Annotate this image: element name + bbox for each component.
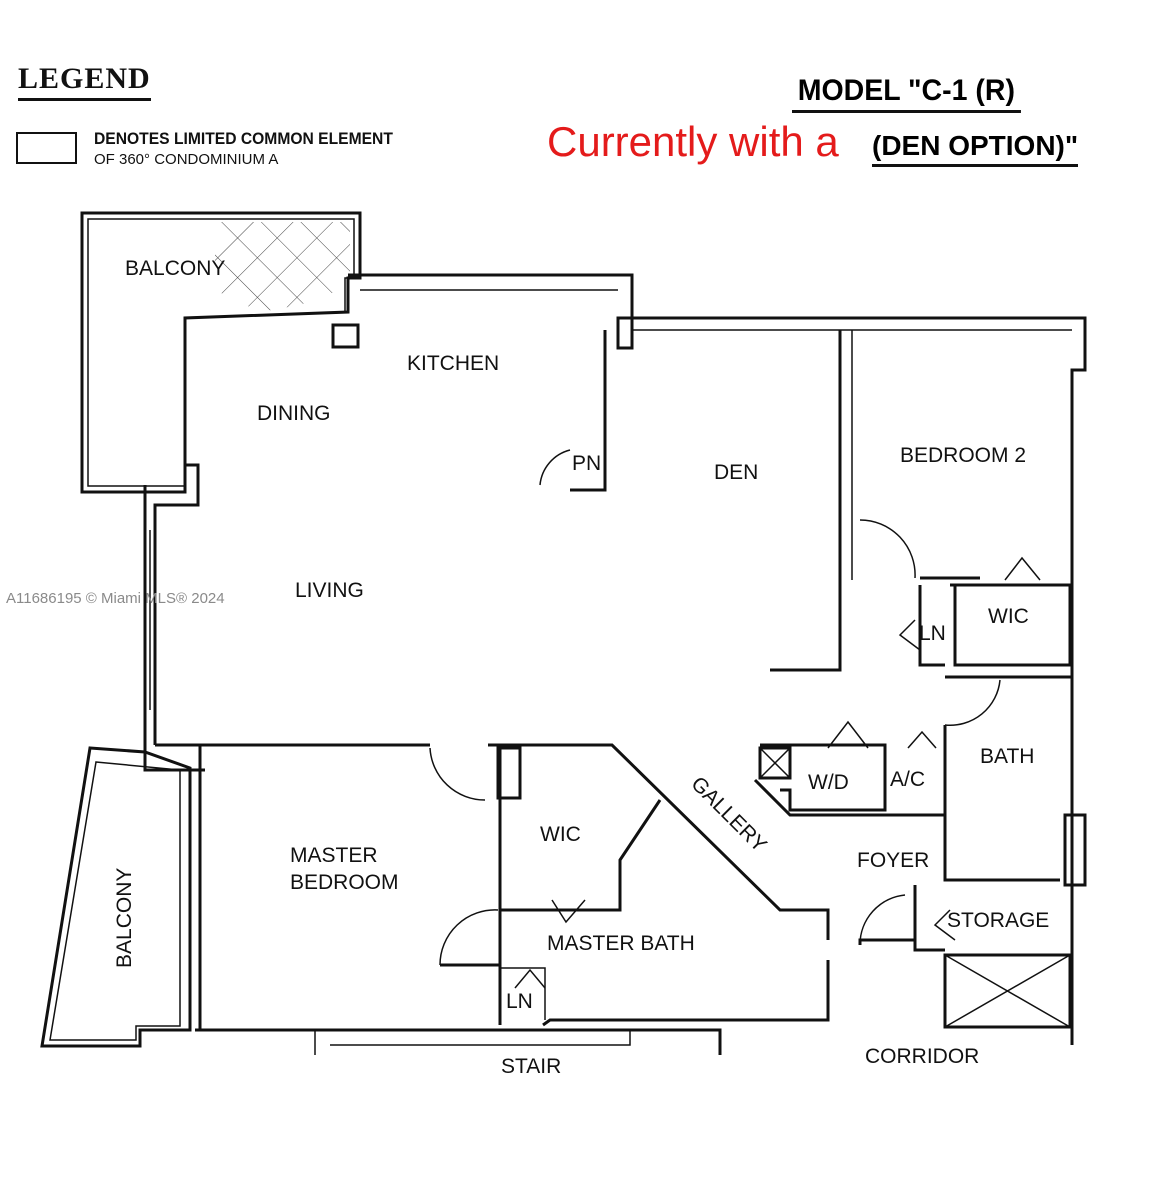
label-stair: STAIR [501, 1055, 561, 1078]
balcony-top [80, 211, 362, 494]
label-ac: A/C [890, 768, 925, 791]
label-washer-dryer: W/D [808, 771, 849, 794]
label-linen-bedroom-2: LN [919, 622, 946, 645]
current-option-note: Currently with a [547, 118, 839, 165]
label-kitchen: KITCHEN [407, 352, 499, 375]
label-master-bedroom-line2: BEDROOM [290, 871, 399, 894]
label-foyer: FOYER [857, 849, 929, 872]
watermark: A11686195 © Miami MLS® 2024 [6, 590, 225, 607]
label-pantry: PN [572, 452, 601, 475]
label-corridor: CORRIDOR [865, 1045, 979, 1068]
label-master-bedroom-line1: MASTER [290, 844, 378, 867]
legend-text-line2: OF 360° CONDOMINIUM A [94, 151, 279, 168]
label-linen-master: LN [506, 990, 533, 1013]
interior-walls [155, 330, 1087, 1055]
label-dining: DINING [257, 402, 331, 425]
legend-swatch [16, 132, 77, 164]
label-master-bath: MASTER BATH [547, 932, 695, 955]
label-den: DEN [714, 461, 758, 484]
label-balcony-top: BALCONY [125, 257, 225, 280]
door-swings [429, 449, 1041, 989]
den-option-label: (DEN OPTION)" [872, 130, 1079, 167]
legend-title: LEGEND [18, 62, 151, 101]
model-title: MODEL "C-1 (R) [792, 74, 1021, 113]
label-storage: STORAGE [947, 909, 1049, 932]
exterior-walls [143, 273, 1087, 1045]
label-living: LIVING [295, 579, 364, 602]
label-balcony-bottom: BALCONY [113, 868, 136, 968]
label-wic-master: WIC [540, 823, 581, 846]
label-wic-bedroom-2: WIC [988, 605, 1029, 628]
label-bath: BATH [980, 745, 1034, 768]
legend-text-line1: DENOTES LIMITED COMMON ELEMENT [94, 129, 393, 148]
label-bedroom-2: BEDROOM 2 [900, 444, 1026, 467]
